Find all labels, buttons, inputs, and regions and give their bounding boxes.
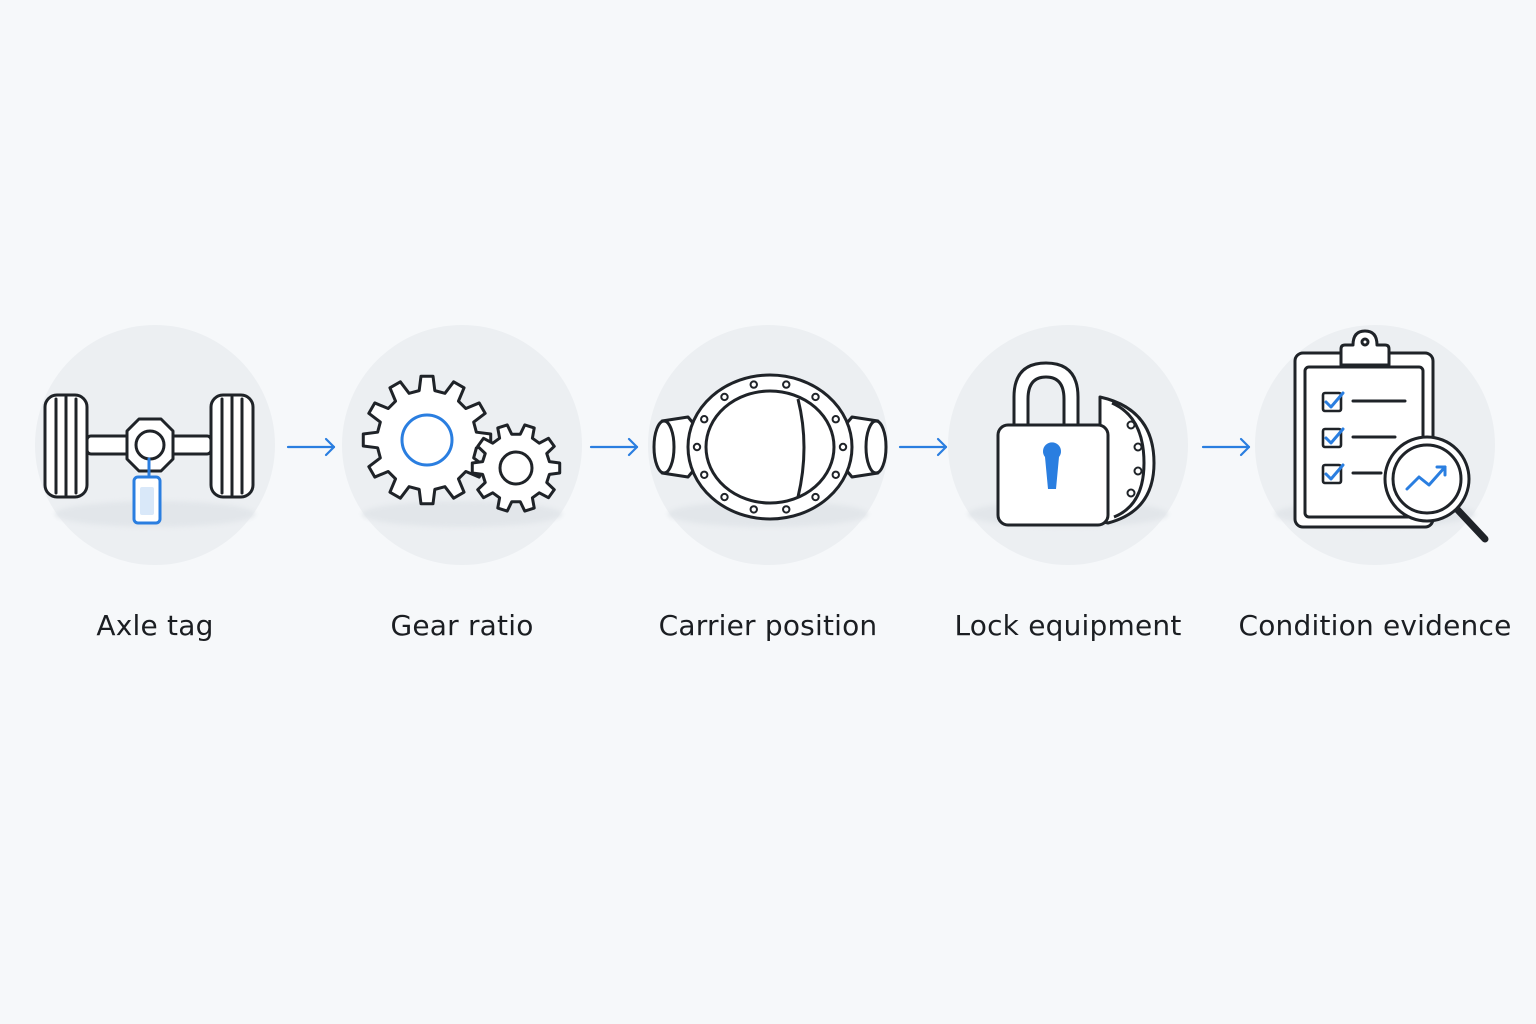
clipboard-checklist-icon bbox=[1293, 329, 1489, 543]
step-label: Condition evidence bbox=[1238, 609, 1512, 642]
step-condition-evidence: Condition evidence bbox=[1215, 325, 1535, 665]
padlock-icon bbox=[996, 361, 1156, 527]
step-label: Axle tag bbox=[96, 609, 214, 642]
step-label: Lock equipment bbox=[954, 609, 1182, 642]
axle-with-tag-icon bbox=[43, 393, 255, 525]
gears-icon bbox=[361, 374, 562, 513]
arrow-right-icon bbox=[589, 432, 641, 462]
step-axle-tag: Axle tag bbox=[0, 325, 315, 665]
step-label: Carrier position bbox=[658, 609, 878, 642]
arrow-right-icon bbox=[1201, 432, 1253, 462]
arrow-right-icon bbox=[286, 432, 338, 462]
step-carrier-position: Carrier position bbox=[608, 325, 928, 665]
step-gear-ratio: Gear ratio bbox=[302, 325, 622, 665]
step-lock-equipment: Lock equipment bbox=[908, 325, 1228, 665]
differential-carrier-icon bbox=[652, 373, 888, 521]
arrow-right-icon bbox=[898, 432, 950, 462]
step-label: Gear ratio bbox=[390, 609, 534, 642]
